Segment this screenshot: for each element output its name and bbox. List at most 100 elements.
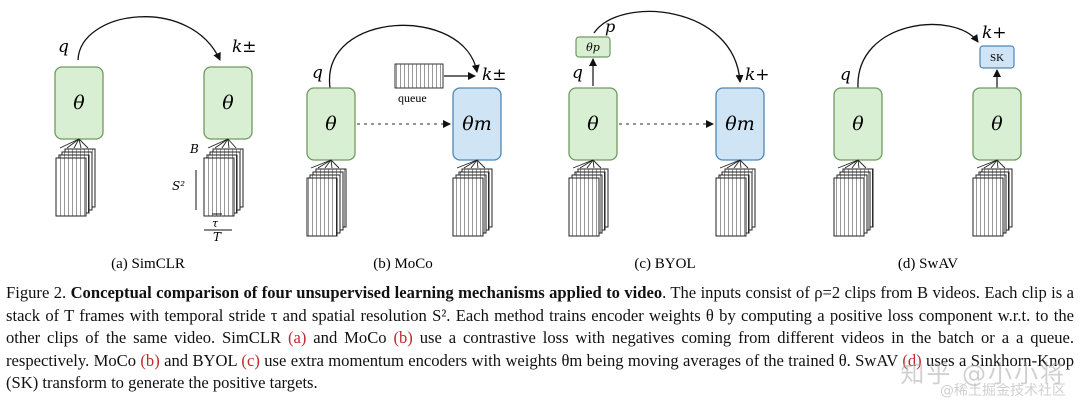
simclr-dim-t: T <box>213 230 222 244</box>
stack-connector-line <box>857 159 867 169</box>
stack-connector-line <box>317 159 332 169</box>
stack-connector-line <box>719 159 741 169</box>
caption-text: use a contrastive loss with negatives co… <box>6 328 1075 370</box>
stack-connector-line <box>592 159 595 169</box>
stack-connector-line <box>586 159 594 169</box>
stack-connector-line <box>310 159 332 169</box>
caption-title: Conceptual comparison of four unsupervis… <box>70 283 663 302</box>
caption-figure-ref: (a) <box>287 328 307 348</box>
swav-sk-label: SK <box>990 52 1004 64</box>
figure-caption: Figure 2. Conceptual comparison of four … <box>6 282 1074 395</box>
stack-connector-line <box>739 159 749 169</box>
stack-connector-line <box>330 159 340 169</box>
moco-queue-label: queue <box>398 91 427 105</box>
caption-text: and BYOL <box>159 350 242 370</box>
caption-text: uses a Sinkhorn-Knop (SK) transform to g… <box>6 350 1074 393</box>
clip-frame-layer <box>833 177 865 237</box>
stack-connector-line <box>592 159 602 169</box>
stack-connector-line <box>78 138 89 149</box>
stack-connector-line <box>857 159 860 169</box>
stack-connector-line <box>324 159 332 169</box>
stack-connector-line <box>990 159 998 169</box>
byol-k-label: k+ <box>745 65 770 85</box>
moco-q-label: q <box>312 63 323 83</box>
watermark: 知乎 @小小将 @稀土掘金技术社区 <box>900 360 1066 400</box>
byol-q-label: q <box>572 63 583 83</box>
byol-clip-stack-left <box>568 159 609 237</box>
clip-frame-layer <box>972 177 1004 237</box>
simclr-dim-tau: τ <box>212 217 219 230</box>
simclr-clip-stack-left <box>55 138 96 217</box>
moco-theta-m: θm <box>462 113 491 135</box>
stack-connector-line <box>726 159 741 169</box>
stack-connector-line <box>844 159 859 169</box>
watermark-line2: @稀土掘金技术社区 <box>940 383 1066 399</box>
stack-connector-line <box>476 159 486 169</box>
simclr-arc <box>77 16 221 61</box>
swav-clip-stack-right <box>972 159 1013 237</box>
simclr-clip-stack-right <box>203 138 244 217</box>
caption-text: use extra momentum encoders with weights… <box>259 350 903 370</box>
moco-clip-stack-left <box>306 159 347 237</box>
swav-clip-stack-left <box>833 159 874 237</box>
swav-caption: (d) SwAV <box>898 256 958 272</box>
simclr-k-label: k± <box>232 37 257 57</box>
caption-figure-ref: (c) <box>241 350 260 370</box>
stack-connector-line <box>207 138 229 149</box>
stack-connector-line <box>739 159 742 169</box>
moco-caption: (b) MoCo <box>373 256 433 272</box>
panel-simclr: q k± θ θ B S² τ T (a) SimCLR <box>54 16 257 272</box>
swav-theta-right: θ <box>991 113 1003 135</box>
clip-frame-layer <box>55 157 87 217</box>
swav-sk-box <box>979 45 1015 69</box>
byol-predictor <box>575 36 611 58</box>
simclr-dim-b: B <box>189 142 199 156</box>
figure-diagram: q k± θ θ B S² τ T (a) SimCLR q k± queue … <box>54 10 1022 272</box>
stack-connector-line <box>996 159 999 169</box>
stack-connector-line <box>733 159 741 169</box>
swav-theta-left: θ <box>852 113 864 135</box>
panel-swav: q k+ SK θ θ (d) SwAV <box>833 23 1022 272</box>
stack-connector-line <box>59 138 80 149</box>
simclr-caption: (a) SimCLR <box>111 256 185 272</box>
moco-queue <box>394 63 444 89</box>
swav-k-label: k+ <box>982 23 1007 43</box>
clip-frame-layer <box>568 177 600 237</box>
caption-figure-ref: (d) <box>902 350 922 370</box>
panel-byol: p θp q k+ θ θm (c) BYOL <box>568 10 770 272</box>
stack-connector-line <box>996 159 1006 169</box>
caption-text: . The inputs consist of ρ=2 clips from B… <box>6 283 1074 348</box>
stack-connector-line <box>330 159 333 169</box>
simclr-theta-left: θ <box>73 92 85 114</box>
byol-p-label: p <box>605 17 615 36</box>
simclr-theta-right: θ <box>222 92 234 114</box>
stack-connector-line <box>572 159 594 169</box>
byol-clip-stack-right <box>715 159 756 237</box>
stack-connector-line <box>78 138 82 149</box>
moco-theta-left: θ <box>325 113 337 135</box>
stack-connector-line <box>983 159 998 169</box>
panel-moco: q k± queue θ θm (b) MoCo <box>306 24 507 272</box>
byol-arc <box>593 10 744 83</box>
watermark-line1: 知乎 @小小将 <box>900 360 1066 388</box>
clip-frame-layer <box>452 177 484 237</box>
stack-connector-line <box>463 159 478 169</box>
byol-caption: (c) BYOL <box>634 256 695 272</box>
swav-arc <box>857 23 979 89</box>
caption-figure-ref: (b) <box>393 328 413 348</box>
stack-connector-line <box>227 138 230 149</box>
byol-theta-m: θm <box>725 113 754 135</box>
stack-connector-line <box>851 159 859 169</box>
stack-connector-line <box>976 159 998 169</box>
clip-frame-layer <box>203 157 235 217</box>
stack-connector-line <box>221 138 229 149</box>
caption-figure-ref: (b) <box>140 350 160 370</box>
stack-connector-line <box>227 138 237 149</box>
moco-clip-stack-right <box>452 159 493 237</box>
stack-connector-line <box>456 159 478 169</box>
swav-q-label: q <box>840 65 851 85</box>
stack-connector-line <box>476 159 479 169</box>
moco-k-label: k± <box>482 65 507 85</box>
simclr-q-label: q <box>58 37 69 57</box>
stack-connector-line <box>579 159 594 169</box>
